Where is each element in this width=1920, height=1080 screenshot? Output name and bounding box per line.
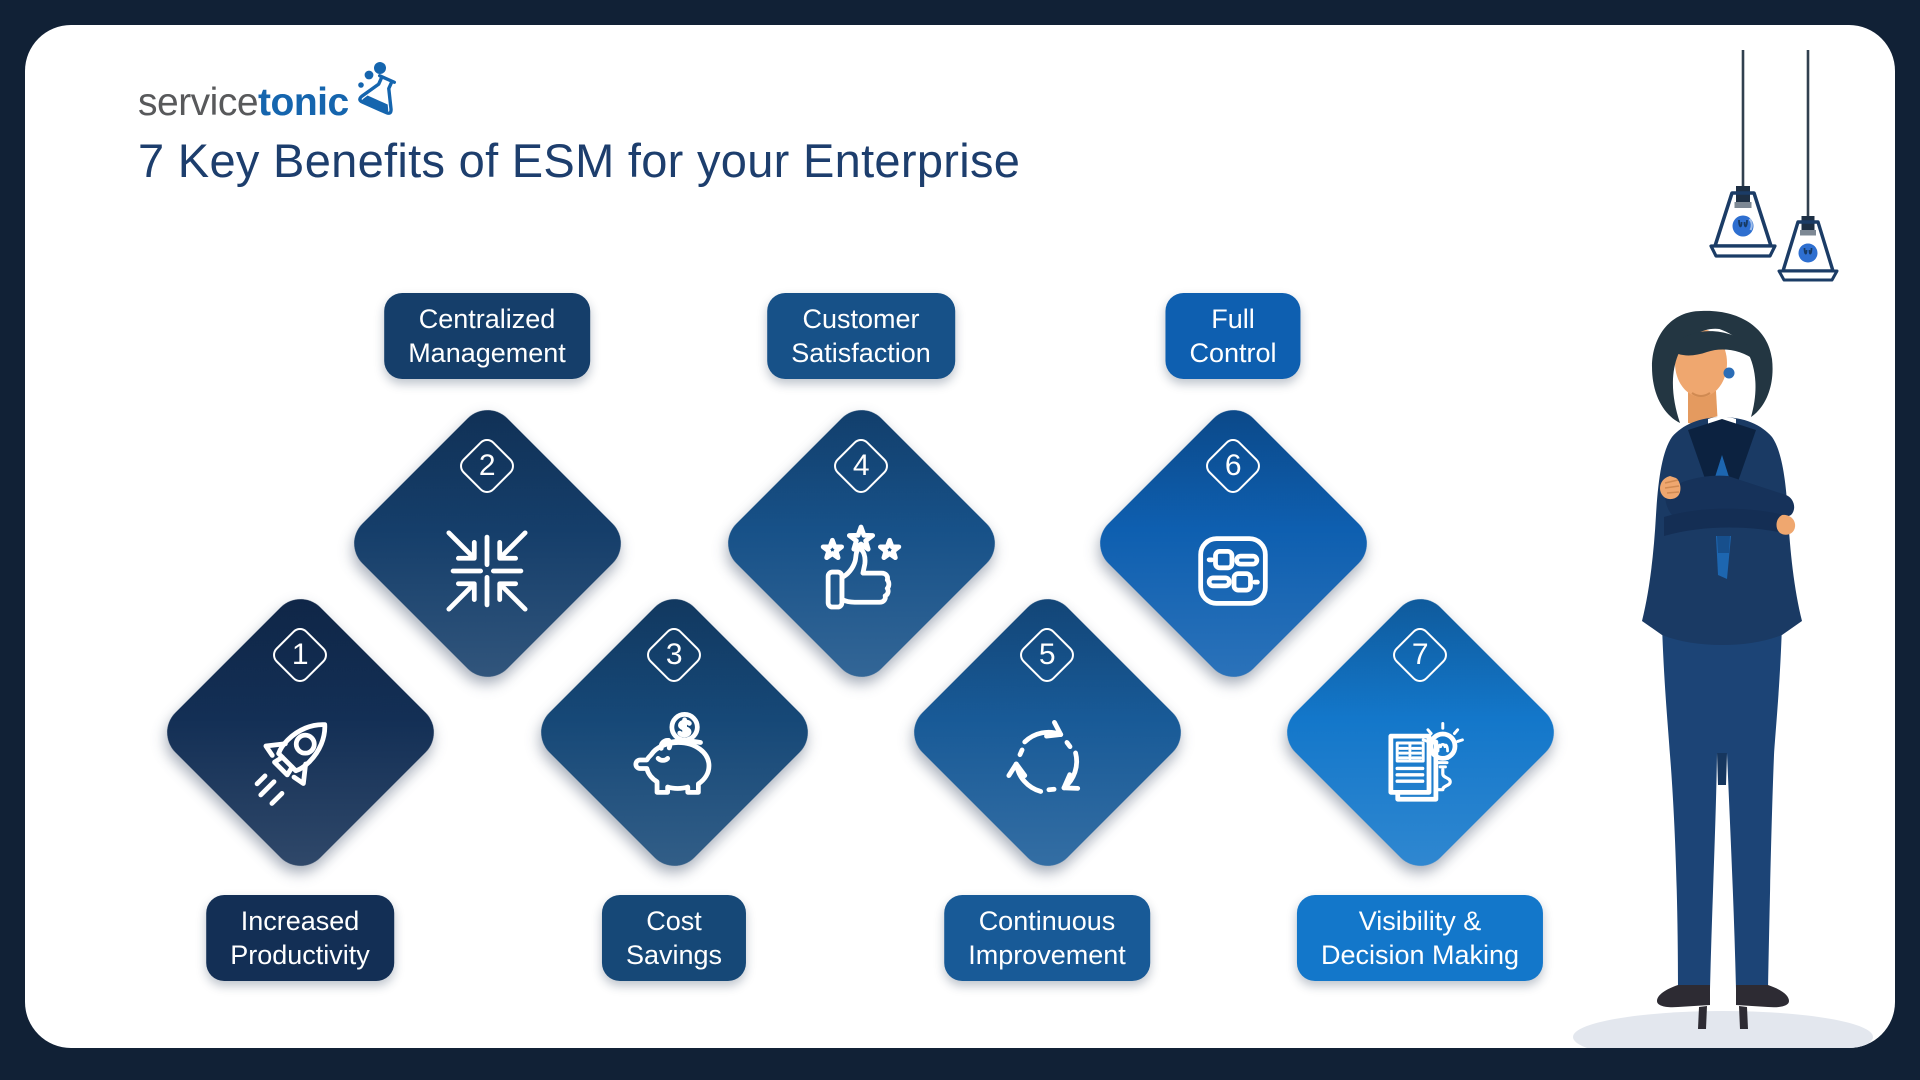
- benefit-diamond-3: 3: [529, 587, 819, 877]
- benefit-label-customer-satisfaction: Customer Satisfaction: [767, 293, 955, 379]
- rocket-icon: [247, 707, 353, 813]
- benefit-diamond-5: 5: [902, 587, 1192, 877]
- number-badge-7: 7: [1388, 623, 1452, 687]
- benefit-label-centralized-management: Centralized Management: [384, 293, 590, 379]
- benefit-label-visibility-decision-making: Visibility & Decision Making: [1296, 895, 1544, 981]
- logo-part-service: service: [138, 81, 259, 124]
- number-badge-1: 1: [268, 623, 332, 687]
- benefit-label-continuous-improvement: Continuous Improvement: [944, 895, 1150, 981]
- number-badge-3: 3: [642, 623, 706, 687]
- servicetonic-logo: servicetonic: [138, 62, 419, 129]
- logo-text: servicetonic: [138, 77, 349, 129]
- benefit-label-increased-productivity: Increased Productivity: [206, 895, 394, 981]
- page-title: 7 Key Benefits of ESM for your Enterpris…: [138, 134, 1021, 187]
- logo-part-tonic: tonic: [258, 81, 349, 124]
- cycle-arrows-icon: [994, 707, 1100, 813]
- benefit-diamond-1: 1: [155, 587, 445, 877]
- number-badge-5: 5: [1015, 623, 1079, 687]
- benefit-diamond-4: 4: [716, 398, 1006, 688]
- benefit-diamond-2: 2: [342, 398, 632, 688]
- number-badge-2: 2: [455, 434, 519, 498]
- pendant-lamps-icon: [1709, 50, 1839, 282]
- thumbs-up-stars-icon: [808, 518, 914, 624]
- benefit-label-full-control: Full Control: [1165, 293, 1301, 379]
- converge-arrows-icon: [434, 518, 540, 624]
- infographic-card: servicetonic 7 Key Benefits of ESM for y…: [25, 25, 1895, 1048]
- businesswoman-illustration: [1573, 310, 1873, 1048]
- control-sliders-icon: [1180, 518, 1286, 624]
- benefit-diamond-7: 7: [1275, 587, 1565, 877]
- flask-icon: [357, 62, 396, 115]
- number-badge-4: 4: [829, 434, 893, 498]
- document-lightbulb-icon: [1367, 707, 1473, 813]
- number-badge-6: 6: [1201, 434, 1265, 498]
- benefit-label-cost-savings: Cost Savings: [601, 895, 747, 981]
- piggy-bank-icon: [621, 707, 727, 813]
- benefit-diamond-6: 6: [1088, 398, 1378, 688]
